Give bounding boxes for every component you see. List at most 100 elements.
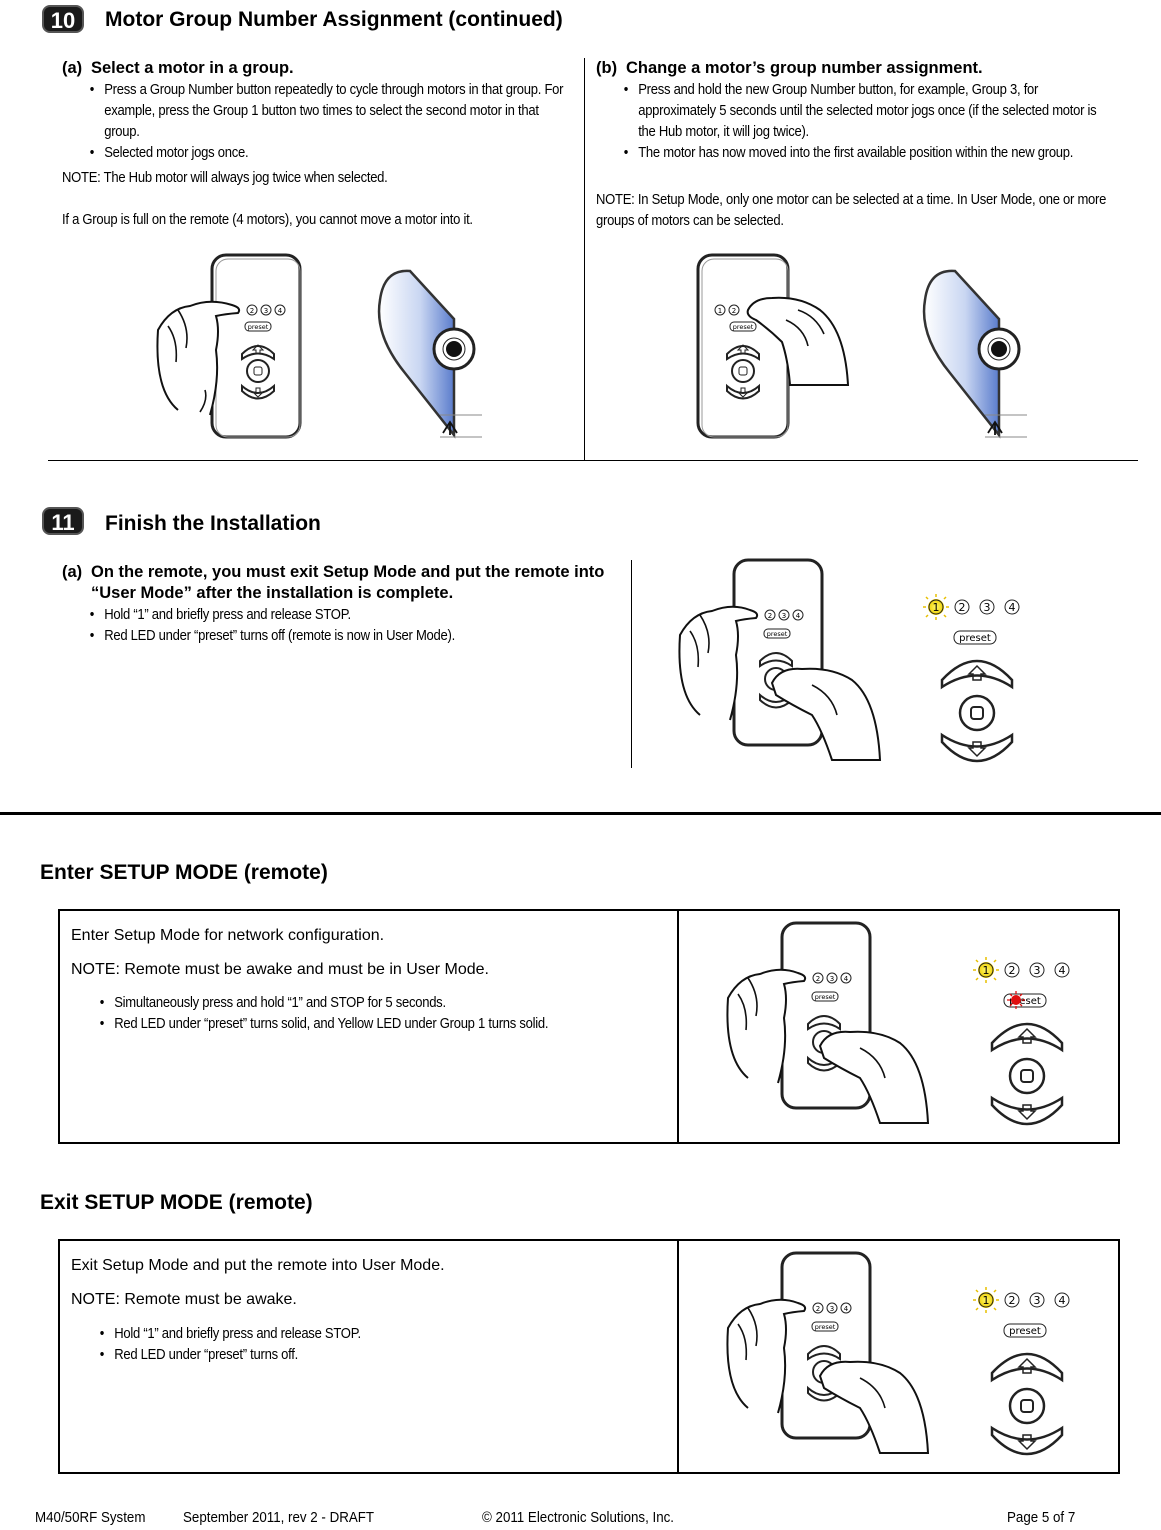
svg-text:preset: preset — [1009, 1326, 1041, 1337]
arrow-up-icon — [1017, 1357, 1037, 1374]
svg-text:preset: preset — [815, 993, 836, 1001]
footer-product: M40/50RF System — [35, 1510, 146, 1526]
bullet-item: Red LED under “preset” turns solid, and … — [98, 1014, 674, 1035]
svg-text:4: 4 — [844, 975, 849, 983]
arrow-up-icon — [442, 420, 458, 435]
remote-hands-illustration-enter: 2 3 4 preset — [726, 921, 930, 1124]
svg-text:3: 3 — [1034, 964, 1041, 977]
svg-text:preset: preset — [248, 323, 269, 331]
box-divider — [677, 1241, 679, 1472]
bullet-item: Red LED under “preset” turns off. — [98, 1345, 674, 1366]
svg-text:4: 4 — [278, 307, 283, 315]
exit-setup-box: Exit Setup Mode and put the remote into … — [58, 1239, 1120, 1474]
bullet-item: The motor has now moved into the first a… — [622, 143, 1117, 164]
remote-illustration-10b: 1 2 preset — [696, 253, 850, 439]
footer-date: September 2011, rev 2 - DRAFT — [183, 1510, 375, 1526]
section-divider — [48, 460, 1138, 461]
bullet-item: Simultaneously press and hold “1” and ST… — [98, 993, 674, 1014]
svg-text:3: 3 — [830, 1305, 834, 1313]
step-10b-note: NOTE: In Setup Mode, only one motor can … — [596, 192, 1107, 229]
svg-text:preset: preset — [959, 633, 991, 644]
svg-text:2: 2 — [816, 1305, 820, 1313]
keypad-detail-enter: 1 2 3 4 preset — [973, 957, 1070, 1126]
step-10-badge: 10 — [42, 5, 84, 33]
keypad-detail-11: 1 2 3 4 preset — [923, 594, 1020, 763]
arrow-down-icon — [1017, 1434, 1037, 1451]
svg-text:3: 3 — [830, 975, 834, 983]
exit-setup-heading: Exit SETUP MODE (remote) — [40, 1191, 313, 1214]
svg-text:3: 3 — [1034, 1294, 1041, 1307]
svg-text:1: 1 — [983, 964, 990, 977]
svg-text:4: 4 — [796, 612, 801, 620]
arrow-down-icon — [967, 741, 987, 758]
step-10b-label: (b) — [596, 59, 618, 77]
exit-setup-note: NOTE: Remote must be awake. — [71, 1291, 297, 1308]
enter-setup-box: Enter Setup Mode for network configurati… — [58, 909, 1120, 1144]
shade-illustration-10a — [377, 269, 482, 439]
svg-text:4: 4 — [1059, 1294, 1066, 1307]
remote-hands-illustration-11: 2 3 4 preset — [678, 558, 882, 761]
svg-text:2: 2 — [1009, 1294, 1016, 1307]
svg-text:3: 3 — [782, 612, 786, 620]
svg-text:preset: preset — [767, 630, 788, 638]
svg-text:1: 1 — [983, 1294, 990, 1307]
remote-hands-illustration-exit: 2 3 4 preset — [726, 1251, 930, 1454]
step-10b-heading: Change a motor’s group number assignment… — [626, 59, 983, 77]
bullet-item: Hold “1” and briefly press and release S… — [88, 605, 592, 626]
exit-setup-bullets: Hold “1” and briefly press and release S… — [98, 1324, 674, 1366]
step-10a-heading: Select a motor in a group. — [91, 59, 294, 77]
footer-page-number: Page 5 of 7 — [1007, 1510, 1076, 1526]
keypad-detail-exit: 1 2 3 4 preset — [973, 1287, 1070, 1456]
enter-setup-intro: Enter Setup Mode for network configurati… — [71, 927, 385, 944]
svg-text:3: 3 — [264, 307, 268, 315]
bullet-item: Hold “1” and briefly press and release S… — [98, 1324, 674, 1345]
remote-illustration-10a: 2 3 4 preset — [156, 253, 302, 439]
svg-text:2: 2 — [732, 307, 736, 315]
arrow-up-icon — [1017, 1027, 1037, 1044]
step-10a-note: NOTE: The Hub motor will always jog twic… — [62, 170, 388, 186]
svg-text:preset: preset — [1009, 996, 1041, 1007]
svg-text:2: 2 — [768, 612, 772, 620]
step-10a-label: (a) — [62, 59, 83, 77]
footer-copyright: © 2011 Electronic Solutions, Inc. — [482, 1510, 675, 1526]
stop-icon — [970, 706, 984, 720]
svg-text:4: 4 — [1009, 601, 1016, 614]
stop-icon — [1020, 1069, 1034, 1083]
bullet-item: Press and hold the new Group Number butt… — [622, 80, 1117, 143]
step-10a-bullets: Press a Group Number button repeatedly t… — [88, 80, 565, 164]
svg-text:3: 3 — [984, 601, 991, 614]
column-divider — [631, 560, 632, 768]
shade-illustration-10b — [922, 269, 1027, 439]
led-yellow-icon — [973, 1287, 999, 1313]
svg-text:preset: preset — [733, 323, 754, 331]
svg-text:preset: preset — [815, 1323, 836, 1331]
step-11-badge: 11 — [42, 507, 84, 535]
arrow-down-icon — [1017, 1104, 1037, 1121]
exit-setup-intro: Exit Setup Mode and put the remote into … — [71, 1257, 445, 1274]
step-11a-bullets: Hold “1” and briefly press and release S… — [88, 605, 592, 647]
section-11-title: Finish the Installation — [105, 512, 321, 535]
page-divider — [0, 812, 1161, 815]
stop-icon — [1020, 1399, 1034, 1413]
step-10a-extra: If a Group is full on the remote (4 moto… — [62, 212, 473, 228]
bullet-item: Press a Group Number button repeatedly t… — [88, 80, 565, 143]
box-divider — [677, 911, 679, 1142]
enter-setup-note: NOTE: Remote must be awake and must be i… — [71, 961, 489, 978]
svg-text:2: 2 — [959, 601, 966, 614]
bullet-item: Red LED under “preset” turns off (remote… — [88, 626, 592, 647]
led-red-icon — [1007, 991, 1025, 1009]
svg-text:2: 2 — [1009, 964, 1016, 977]
enter-setup-heading: Enter SETUP MODE (remote) — [40, 861, 328, 884]
led-yellow-icon — [973, 957, 999, 983]
section-10-title: Motor Group Number Assignment (continued… — [105, 8, 563, 31]
bullet-item: Selected motor jogs once. — [88, 143, 565, 164]
svg-text:4: 4 — [844, 1305, 849, 1313]
svg-text:1: 1 — [933, 601, 940, 614]
arrow-up-icon — [987, 420, 1003, 435]
svg-text:1: 1 — [718, 307, 722, 315]
svg-text:2: 2 — [816, 975, 820, 983]
led-yellow-icon — [923, 594, 949, 620]
svg-text:2: 2 — [250, 307, 254, 315]
svg-text:4: 4 — [1059, 964, 1066, 977]
step-10b-bullets: Press and hold the new Group Number butt… — [622, 80, 1117, 164]
